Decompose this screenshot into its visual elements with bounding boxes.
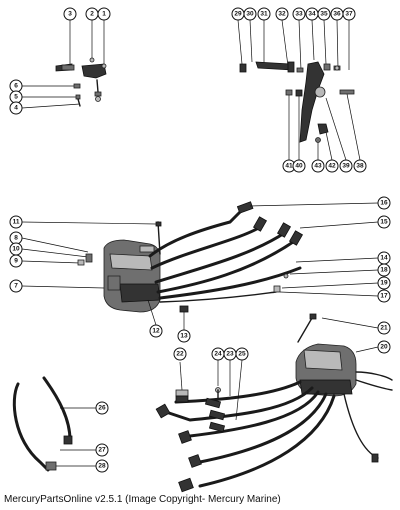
svg-text:34: 34 xyxy=(308,11,316,18)
callout-10: 10 xyxy=(9,242,23,256)
callout-21: 21 xyxy=(377,321,391,335)
callout-37: 37 xyxy=(342,7,356,21)
svg-text:14: 14 xyxy=(380,255,388,262)
svg-text:9: 9 xyxy=(14,258,18,265)
callout-43: 43 xyxy=(311,159,325,173)
svg-text:33: 33 xyxy=(295,11,303,18)
svg-text:41: 41 xyxy=(285,163,293,170)
callout-17: 17 xyxy=(377,289,391,303)
callout-16: 16 xyxy=(377,196,391,210)
callout-5: 5 xyxy=(9,90,23,104)
callout-40: 40 xyxy=(292,159,306,173)
callout-14: 14 xyxy=(377,251,391,265)
callout-1: 1 xyxy=(97,7,111,21)
callout-32: 32 xyxy=(275,7,289,21)
callout-23: 23 xyxy=(223,347,237,361)
callout-31: 31 xyxy=(257,7,271,21)
callout-29: 29 xyxy=(231,7,245,21)
svg-text:2: 2 xyxy=(90,11,94,18)
callout-13: 13 xyxy=(177,329,191,343)
callout-4: 4 xyxy=(9,101,23,115)
mounting-bracket-assembly xyxy=(21,20,107,109)
svg-text:5: 5 xyxy=(14,94,18,101)
svg-text:12: 12 xyxy=(152,328,160,335)
lower-ignition-assembly xyxy=(155,313,393,493)
svg-text:29: 29 xyxy=(234,11,242,18)
callout-27: 27 xyxy=(95,443,109,457)
svg-text:17: 17 xyxy=(380,293,388,300)
callout-19: 19 xyxy=(377,276,391,290)
callout-25: 25 xyxy=(235,347,249,361)
svg-text:35: 35 xyxy=(320,11,328,18)
svg-text:7: 7 xyxy=(14,283,18,290)
callout-24: 24 xyxy=(211,347,225,361)
svg-text:1: 1 xyxy=(102,11,106,18)
svg-text:38: 38 xyxy=(356,163,364,170)
svg-text:20: 20 xyxy=(380,344,388,351)
svg-text:6: 6 xyxy=(14,83,18,90)
callout-26: 26 xyxy=(95,401,109,415)
svg-text:36: 36 xyxy=(333,11,341,18)
svg-text:30: 30 xyxy=(246,11,254,18)
svg-text:15: 15 xyxy=(380,219,388,226)
callout-22: 22 xyxy=(173,347,187,361)
svg-text:21: 21 xyxy=(380,325,388,332)
callout-28: 28 xyxy=(95,459,109,473)
callout-labels: 3 2 1 6 5 4 29 30 31 32 33 34 35 36 37 4… xyxy=(9,7,391,473)
callout-35: 35 xyxy=(317,7,331,21)
callout-15: 15 xyxy=(377,215,391,229)
svg-text:18: 18 xyxy=(380,267,388,274)
svg-text:22: 22 xyxy=(176,351,184,358)
svg-text:43: 43 xyxy=(314,163,322,170)
svg-text:4: 4 xyxy=(14,105,18,112)
svg-text:23: 23 xyxy=(226,351,234,358)
svg-text:13: 13 xyxy=(180,333,188,340)
svg-text:19: 19 xyxy=(380,280,388,287)
callout-36: 36 xyxy=(330,7,344,21)
image-caption: MercuryPartsOnline v2.5.1 (Image Copyrig… xyxy=(4,494,281,505)
callout-6: 6 xyxy=(9,79,23,93)
svg-text:8: 8 xyxy=(14,235,18,242)
svg-text:37: 37 xyxy=(345,11,353,18)
lead-wire-assembly xyxy=(12,376,96,472)
callout-3: 3 xyxy=(63,7,77,21)
callout-20: 20 xyxy=(377,340,391,354)
callout-18: 18 xyxy=(377,263,391,277)
callout-30: 30 xyxy=(243,7,257,21)
callout-42: 42 xyxy=(325,159,339,173)
callout-39: 39 xyxy=(339,159,353,173)
callout-12: 12 xyxy=(149,324,163,338)
coil-bracket-assembly xyxy=(237,19,361,161)
callout-34: 34 xyxy=(305,7,319,21)
callout-33: 33 xyxy=(292,7,306,21)
callout-11: 11 xyxy=(9,215,23,229)
svg-text:27: 27 xyxy=(98,447,106,454)
svg-text:28: 28 xyxy=(98,463,106,470)
callout-38: 38 xyxy=(353,159,367,173)
svg-text:42: 42 xyxy=(328,163,336,170)
svg-text:10: 10 xyxy=(12,246,20,253)
svg-text:40: 40 xyxy=(295,163,303,170)
callout-7: 7 xyxy=(9,279,23,293)
svg-text:24: 24 xyxy=(214,351,222,358)
callout-8: 8 xyxy=(9,231,23,245)
svg-text:32: 32 xyxy=(278,11,286,18)
svg-text:25: 25 xyxy=(238,351,246,358)
svg-text:26: 26 xyxy=(98,405,106,412)
svg-text:3: 3 xyxy=(68,11,72,18)
svg-text:31: 31 xyxy=(260,11,268,18)
svg-text:39: 39 xyxy=(342,163,350,170)
callout-2: 2 xyxy=(85,7,99,21)
svg-text:11: 11 xyxy=(13,219,20,226)
svg-text:16: 16 xyxy=(380,200,388,207)
ignition-coil-pack xyxy=(21,201,379,330)
callout-9: 9 xyxy=(9,254,23,268)
